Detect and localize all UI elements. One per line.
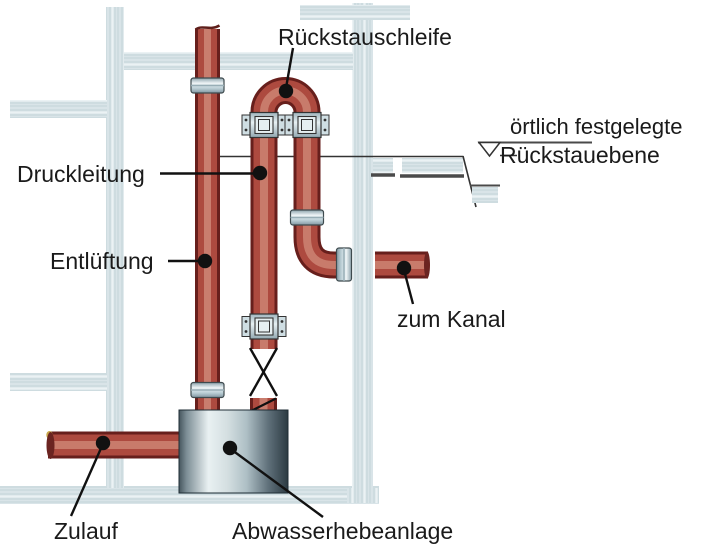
pipe-clamp-icon [241,313,287,340]
water-level-icon [477,141,502,158]
wall-left [106,7,124,488]
inlet-pipe-cap [46,432,55,459]
label-backflow-level-2: Rückstauebene [500,142,660,168]
pipe-coupling-icon [335,247,353,282]
pipe-clamp-icon [241,111,287,139]
wall-footing [347,488,379,503]
pipe-coupling-icon [190,77,225,94]
label-dot [197,253,213,269]
sidewalk-block [402,158,463,173]
label-vent: Entlüftung [50,248,154,274]
pressure-pipe-loop [250,77,352,349]
label-backflow-level-1: örtlich festgelegte [510,114,682,139]
wall-right [352,3,373,490]
left-slab-lower [10,373,107,391]
label-dot [396,260,412,276]
label-inlet: Zulauf [54,518,119,544]
pipe-coupling-icon [190,381,225,399]
building-structure [0,3,410,504]
street-section [371,155,500,208]
vent-pipe-open-end [194,24,221,31]
street-block [472,187,498,203]
upper-slab [300,5,410,20]
leader-lines [69,47,415,518]
label-dot [222,440,238,456]
vent-pipe-cut-mask [193,12,221,29]
labels: Rückstauschleife Druckleitung Entlüftung… [17,24,682,544]
inlet-pipe [46,431,182,459]
valve-stub-cut-line [250,397,277,412]
gate-valve-icon [248,347,279,412]
label-dot [95,435,111,451]
label-dot [278,83,294,99]
left-slab-upper [10,100,107,118]
label-pressure-line: Druckleitung [17,161,145,187]
sidewalk-block [373,158,393,173]
label-lifting-station: Abwasserhebeanlage [232,518,453,544]
label-to-sewer: zum Kanal [397,306,506,332]
label-backflow-loop: Rückstauschleife [278,24,452,50]
sewer-pipe-end-cap [424,251,430,279]
pipe-coupling-icon [289,209,325,226]
ceiling-beam [124,52,353,70]
vent-pipe [193,12,221,412]
label-dot [252,165,268,181]
pipe-clamp-icon [284,111,330,139]
